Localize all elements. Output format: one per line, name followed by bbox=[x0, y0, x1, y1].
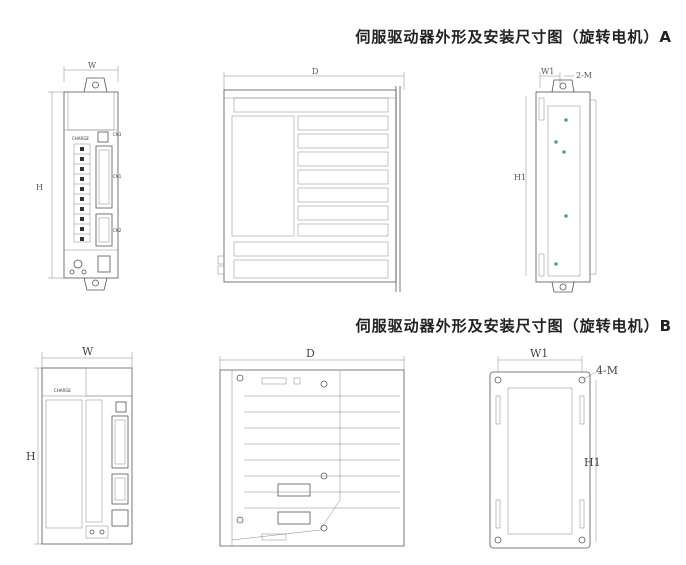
terminal-block-a bbox=[73, 143, 91, 243]
panel-brand-b: CHARGE bbox=[54, 388, 71, 393]
cn1-connector-b bbox=[111, 415, 129, 469]
usb-port-b bbox=[111, 509, 129, 527]
cn-label-a1: CN3 bbox=[113, 132, 122, 137]
rear-view-a: W1 2-M H1 bbox=[514, 67, 597, 293]
dim-b-w1: W1 bbox=[530, 347, 548, 360]
dim-b-hole: 4-M bbox=[596, 364, 618, 377]
dim-b-h1: H1 bbox=[584, 456, 601, 469]
cn-port-a1 bbox=[97, 131, 109, 143]
title-a: 伺服驱动器外形及安装尺寸图（旋转电机）A bbox=[355, 28, 672, 46]
usb-port-a bbox=[97, 255, 111, 273]
cn-port-b1 bbox=[115, 401, 127, 413]
cn-label-a3: CN2 bbox=[113, 228, 122, 233]
dim-b-h: H bbox=[26, 450, 36, 463]
side-view-a: D bbox=[217, 67, 405, 292]
dim-a-hole: 2-M bbox=[576, 71, 592, 80]
dim-a-h: H bbox=[36, 183, 43, 192]
front-view-b: W H CHARGE bbox=[26, 345, 133, 545]
cn2-connector-b bbox=[111, 473, 129, 505]
rear-view-b: W1 4-M H1 bbox=[489, 347, 618, 549]
title-b: 伺服驱动器外形及安装尺寸图（旋转电机）B bbox=[355, 317, 672, 335]
dim-b-d: D bbox=[306, 347, 315, 360]
front-view-a: W H CHARGE bbox=[36, 61, 122, 291]
dim-b-w: W bbox=[82, 345, 94, 358]
cn1-connector-a bbox=[95, 145, 113, 209]
dim-a-w1: W1 bbox=[541, 67, 554, 76]
cn-label-a2: CN1 bbox=[113, 174, 122, 179]
cn2-connector-a bbox=[95, 213, 113, 247]
panel-brand-a: CHARGE bbox=[72, 136, 89, 141]
dim-a-w: W bbox=[88, 61, 97, 70]
dim-a-h1: H1 bbox=[514, 173, 526, 182]
dim-a-d: D bbox=[312, 67, 318, 76]
side-view-b: D bbox=[219, 347, 405, 547]
